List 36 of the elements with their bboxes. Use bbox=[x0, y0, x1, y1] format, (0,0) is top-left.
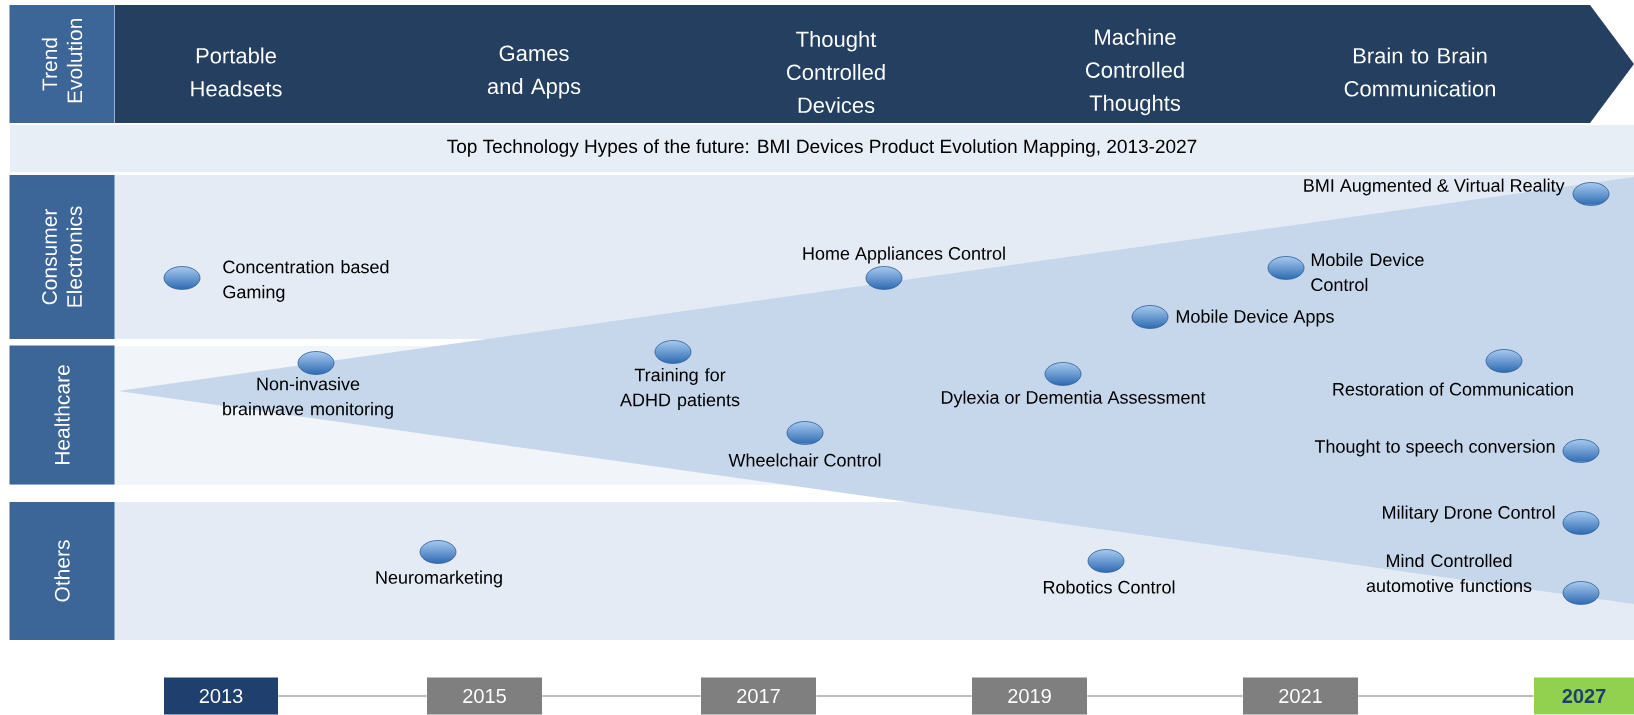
bubble-label: Concentration based Gaming bbox=[223, 260, 389, 302]
timeline-line bbox=[1086, 695, 1244, 697]
trend-label: Machine Controlled Thoughts bbox=[1086, 28, 1184, 116]
bubble-label: Mobile Device Apps bbox=[1176, 309, 1334, 327]
bubble-label: Dylexia or Dementia Assessment bbox=[941, 390, 1206, 408]
bubble-label: Mobile Device Control bbox=[1311, 252, 1424, 292]
year-box: 2015 bbox=[427, 677, 542, 715]
trend-label: Portable Headsets bbox=[191, 47, 282, 97]
bubble-label: Neuromarketing bbox=[376, 570, 502, 588]
timeline-line bbox=[541, 695, 702, 697]
row-header: Healthcare bbox=[9, 345, 115, 485]
year-box: 2027 bbox=[1534, 677, 1634, 715]
bubble-label: Military Drone Control bbox=[1383, 505, 1555, 523]
row-header: Others bbox=[9, 502, 115, 640]
bubble-label: Restoration of Communication bbox=[1333, 382, 1573, 396]
bubble-label: Training for ADHD patients bbox=[620, 368, 740, 410]
timeline-line bbox=[815, 695, 973, 697]
trend-label: Thought Controlled Devices bbox=[787, 30, 885, 114]
trend-label: Brain to Brain Communication bbox=[1344, 47, 1495, 97]
bubble-label: BMI Augmented & Virtual Reality bbox=[1304, 178, 1565, 196]
bubble-label: Thought to speech conversion bbox=[1314, 439, 1555, 457]
year-box: 2017 bbox=[701, 677, 816, 715]
row-header: Consumer Electronics bbox=[9, 175, 115, 339]
bubble-label: Home Appliances Control bbox=[803, 246, 1005, 264]
timeline-line bbox=[1357, 695, 1535, 697]
chart-title: Top Technology Hypes of the future: BMI Devices Product Evolution Mapping, 2013-2027 bbox=[447, 139, 1197, 157]
bubble-label: Mind Controlled automotive functions bbox=[1366, 553, 1532, 593]
bubble-label: Robotics Control bbox=[1043, 580, 1175, 594]
trend-label: Games and Apps bbox=[487, 45, 581, 99]
bubble-label: Wheelchair Control bbox=[728, 453, 881, 467]
timeline-line bbox=[277, 695, 428, 697]
bubble-label: Non-invasive brainwave monitoring bbox=[223, 377, 393, 419]
year-box: 2013 bbox=[164, 677, 278, 715]
row-header: Trend Evolution bbox=[9, 5, 115, 123]
year-box: 2019 bbox=[972, 677, 1087, 715]
year-box: 2021 bbox=[1243, 677, 1358, 715]
